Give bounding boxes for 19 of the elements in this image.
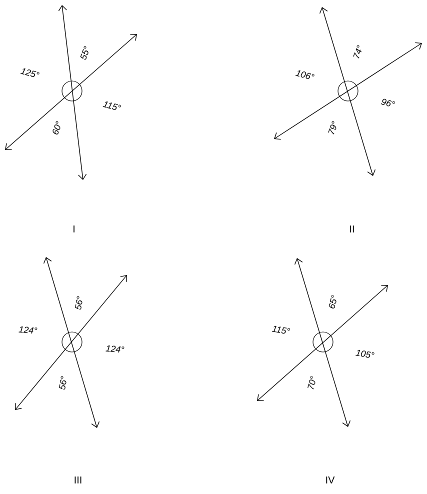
angle-label: 56° <box>75 296 82 310</box>
angle-label: 124° <box>106 345 124 352</box>
angle-label: 96° <box>381 98 395 106</box>
angle-label: 65° <box>328 295 336 308</box>
angle-label: 115° <box>272 326 290 334</box>
figure-label: IV <box>326 476 335 484</box>
figure-label: II <box>350 226 354 232</box>
angle-label: 115° <box>102 101 122 110</box>
angle-label: 124° <box>18 326 38 334</box>
figure-label: III <box>74 476 82 484</box>
angle-label: 70° <box>308 376 316 390</box>
angle-label: 60° <box>52 121 60 134</box>
angle-label: 55° <box>80 46 88 60</box>
angle-label: 79° <box>328 121 336 134</box>
angle-label: 105° <box>356 350 374 358</box>
angle-label: 56° <box>59 376 66 390</box>
angle-label: 106° <box>295 70 314 79</box>
angle-label: 74° <box>353 45 362 58</box>
angle-label: 125° <box>20 68 40 77</box>
